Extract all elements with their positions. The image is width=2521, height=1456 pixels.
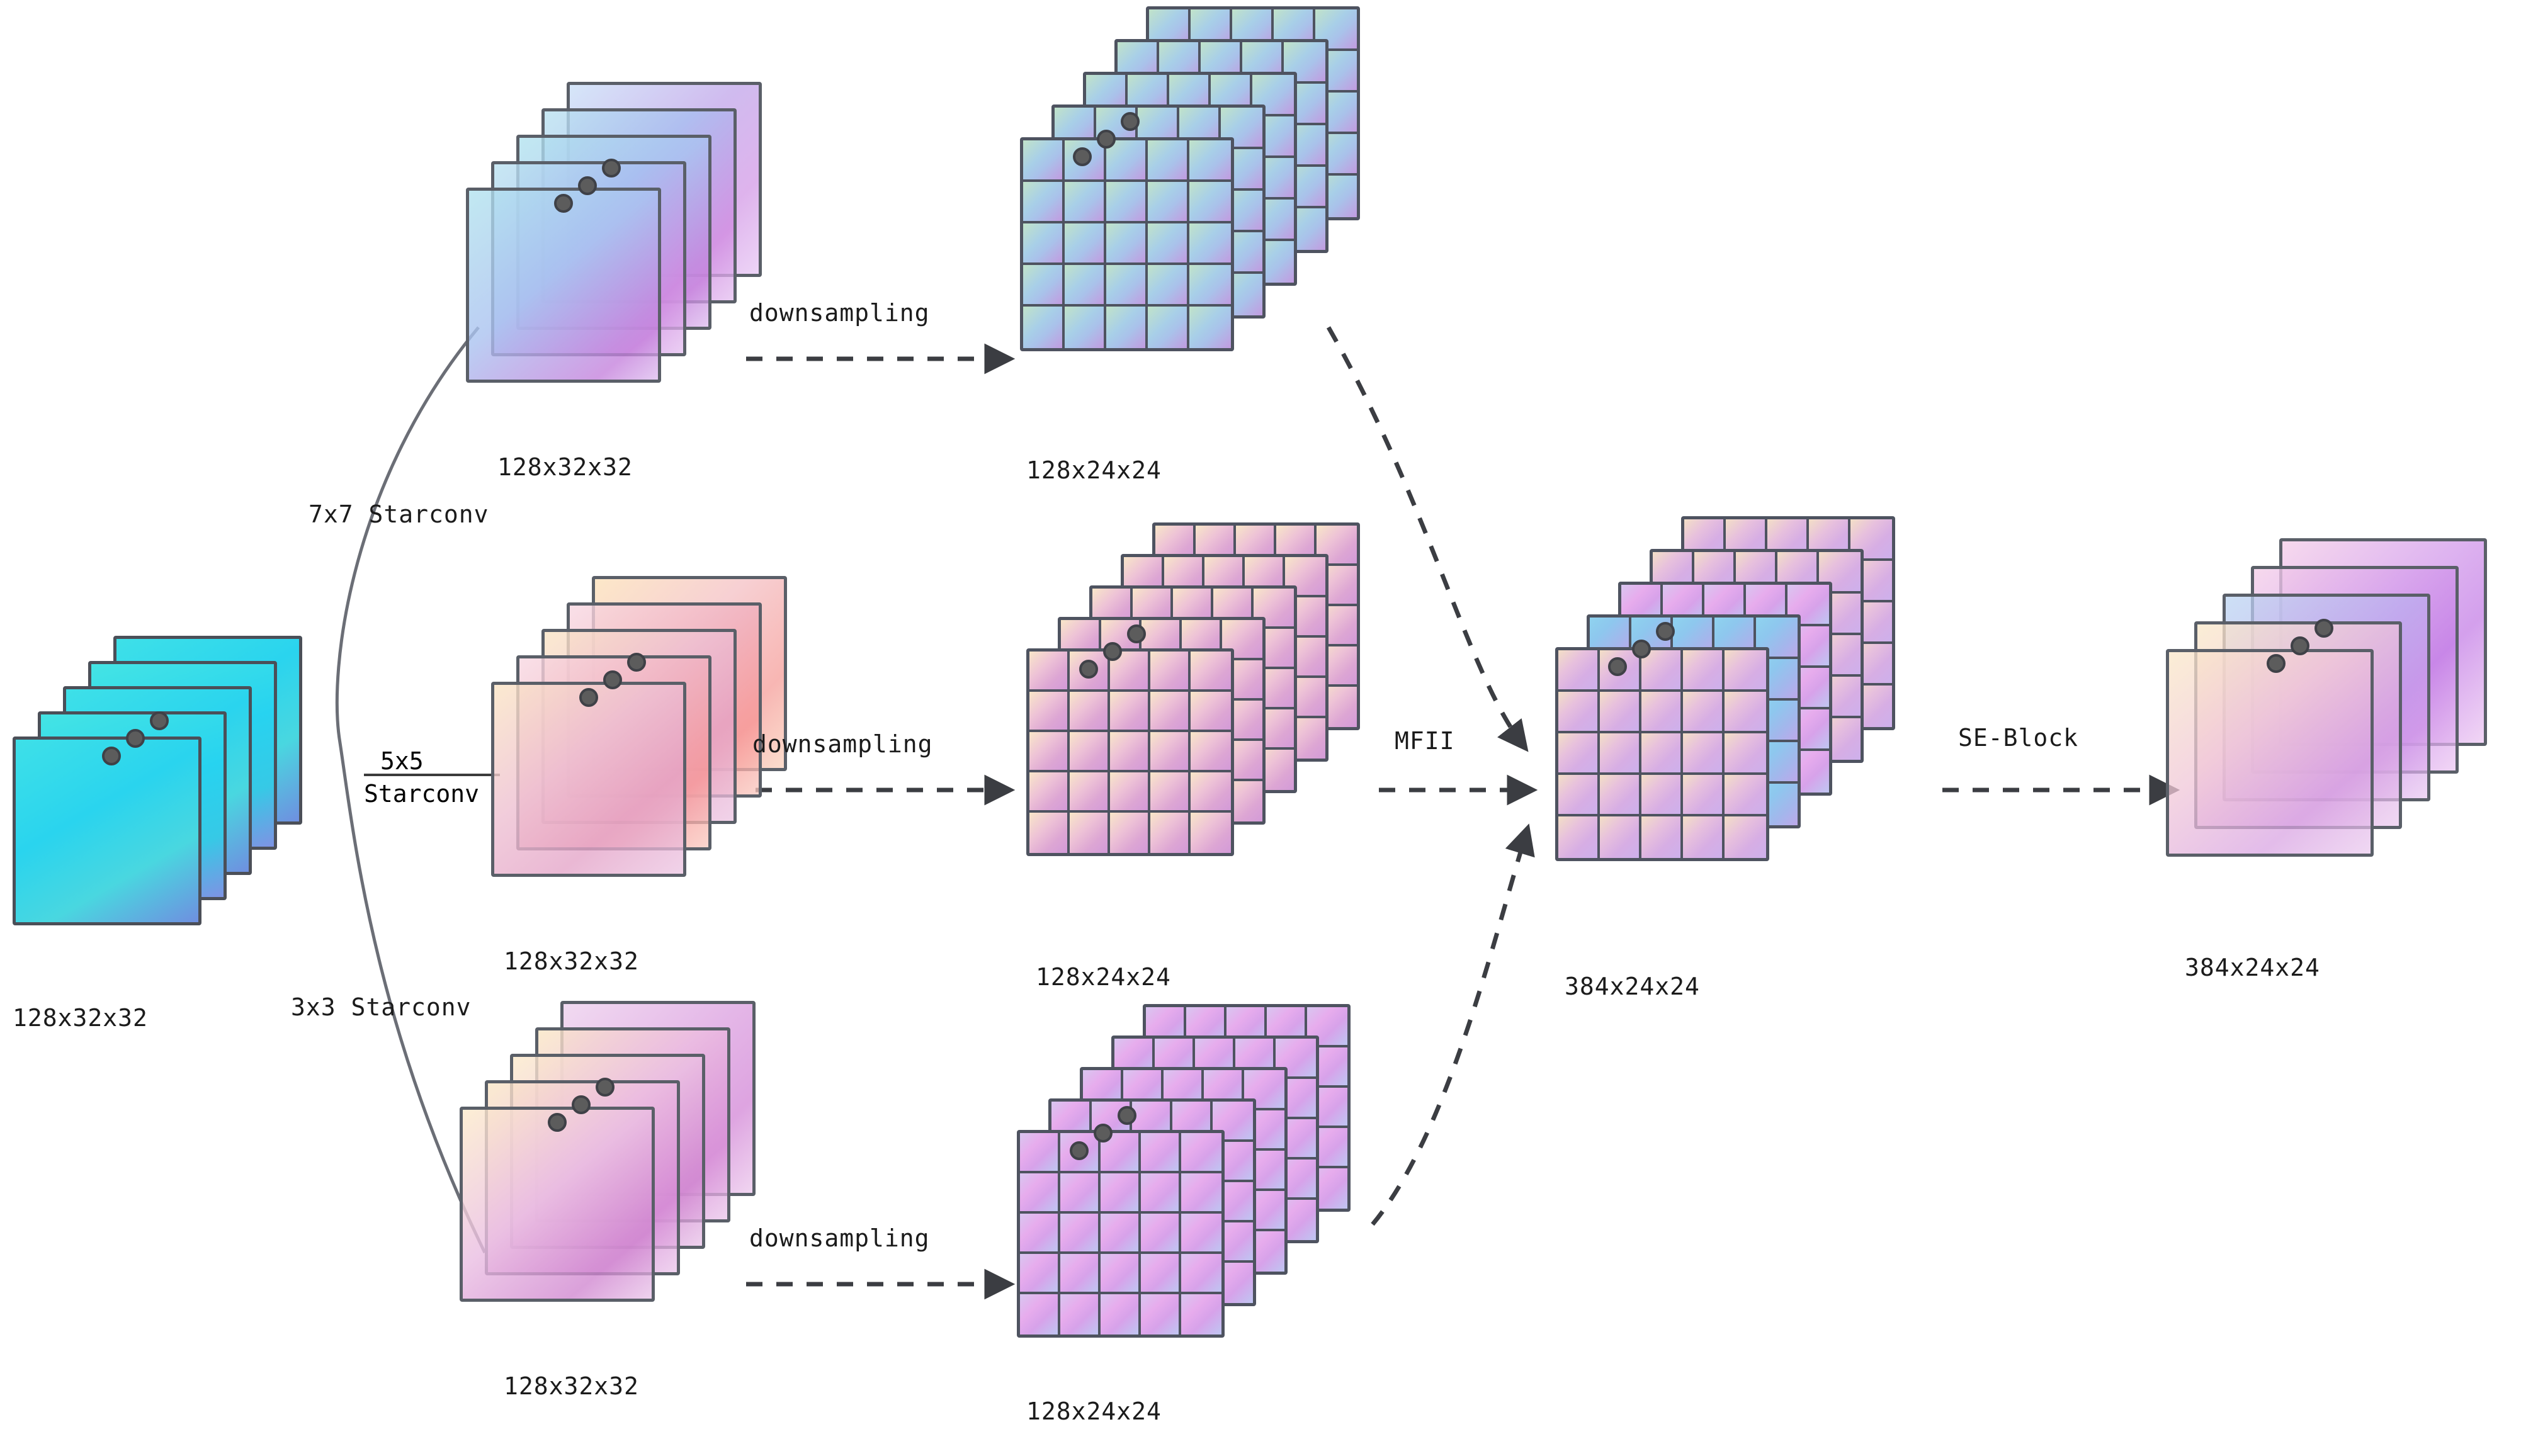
input-card bbox=[13, 736, 201, 925]
feature-card bbox=[460, 1107, 655, 1302]
top-branch-conv-dimension-label: 128x32x32 bbox=[497, 453, 633, 481]
mfii-label: MFII bbox=[1395, 727, 1455, 755]
branch-op-denominator: Starconv bbox=[364, 780, 480, 808]
downsample-label-middle: downsampling bbox=[752, 730, 933, 758]
input-feature-stack bbox=[13, 636, 340, 976]
grid-feature-map bbox=[1026, 648, 1234, 856]
attention-output-stack bbox=[2166, 538, 2518, 916]
input-dimension-label: 128x32x32 bbox=[13, 1004, 148, 1032]
downsample-label-bottom: downsampling bbox=[749, 1224, 930, 1252]
attention-output-dimension-label: 384x24x24 bbox=[2185, 954, 2320, 981]
bottom-branch-grid-stack bbox=[1017, 1004, 1420, 1445]
middle-branch-conv-dimension-label: 128x32x32 bbox=[504, 947, 639, 975]
feature-card bbox=[491, 682, 686, 877]
bottom-branch-grid-dimension-label: 128x24x24 bbox=[1026, 1397, 1162, 1425]
top-branch-grid-stack bbox=[1020, 6, 1423, 460]
branch-op-divider bbox=[364, 774, 500, 776]
grid-feature-map bbox=[1017, 1130, 1225, 1338]
middle-branch-grid-dimension-label: 128x24x24 bbox=[1036, 963, 1171, 991]
top-branch-grid-dimension-label: 128x24x24 bbox=[1026, 456, 1162, 484]
branch-op-label-top: 7x7 Starconv bbox=[309, 500, 489, 528]
middle-branch-conv-stack bbox=[491, 576, 819, 928]
grid-feature-map bbox=[1555, 647, 1769, 861]
feature-card bbox=[2166, 649, 2374, 857]
branch-op-numerator: 5x5 bbox=[380, 747, 424, 775]
bottom-branch-conv-dimension-label: 128x32x32 bbox=[504, 1372, 639, 1400]
feature-card bbox=[466, 188, 661, 383]
downsample-label-top: downsampling bbox=[749, 299, 930, 327]
se-block-label: SE-Block bbox=[1958, 724, 2079, 752]
fusion-output-dimension-label: 384x24x24 bbox=[1565, 973, 1700, 1000]
fusion-output-stack bbox=[1555, 516, 1958, 969]
bottom-branch-conv-stack bbox=[460, 1001, 787, 1353]
branch-op-label-bottom: 3x3 Starconv bbox=[291, 993, 472, 1021]
grid-feature-map bbox=[1020, 137, 1234, 351]
top-branch-conv-stack bbox=[466, 82, 793, 434]
middle-branch-grid-stack bbox=[1026, 522, 1429, 963]
